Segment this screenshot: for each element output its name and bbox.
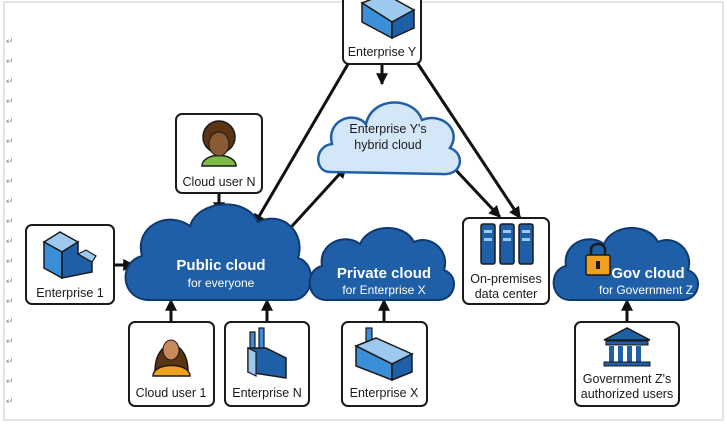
enterprise-y-label: Enterprise Y	[348, 45, 417, 59]
onprem-line2: data center	[475, 287, 538, 301]
svg-text:↵: ↵	[6, 196, 14, 206]
public-cloud-subtitle: for everyone	[188, 276, 255, 290]
hybrid-cloud-shape	[317, 101, 462, 176]
svg-text:↵: ↵	[6, 276, 14, 286]
svg-text:↵: ↵	[6, 36, 14, 46]
factory-icon	[354, 327, 414, 382]
svg-text:↵: ↵	[6, 136, 14, 146]
svg-text:↵: ↵	[6, 336, 14, 346]
government-building-icon	[603, 327, 651, 367]
node-cloud-user-n: Cloud user N	[175, 113, 263, 194]
server-rack-icon	[480, 223, 534, 265]
gov-cloud-shape	[552, 227, 699, 301]
private-cloud-subtitle: for Enterprise X	[342, 283, 425, 297]
private-cloud-title: Private cloud	[337, 265, 431, 282]
factory-icon	[247, 327, 287, 379]
cloud-user-n-label: Cloud user N	[183, 175, 256, 189]
svg-text:↵: ↵	[6, 296, 14, 306]
gov-users-line2: authorized users	[581, 387, 673, 401]
svg-text:↵: ↵	[6, 116, 14, 126]
node-public-cloud: Public cloud for everyone	[124, 203, 312, 301]
public-cloud-shape	[124, 203, 312, 301]
enterprise-x-label: Enterprise X	[350, 386, 419, 400]
man-avatar-icon	[201, 120, 237, 167]
node-enterprise-n: Enterprise N	[224, 321, 310, 407]
public-cloud-title: Public cloud	[176, 257, 265, 274]
node-gov-cloud: Gov cloud for Government Z	[552, 227, 699, 301]
svg-text:↵: ↵	[6, 176, 14, 186]
cloud-user-1-label: Cloud user 1	[136, 386, 207, 400]
svg-text:↵: ↵	[6, 396, 14, 406]
node-private-cloud: Private cloud for Enterprise X	[308, 227, 455, 301]
arrow-public-hybrid	[281, 165, 348, 238]
node-enterprise-1: Enterprise 1	[25, 224, 115, 305]
svg-text:↵: ↵	[6, 216, 14, 226]
svg-text:↵: ↵	[6, 156, 14, 166]
paragraph-marks: ↵ ↵ ↵ ↵ ↵ ↵ ↵ ↵ ↵ ↵ ↵ ↵ ↵ ↵ ↵ ↵ ↵ ↵ ↵	[6, 36, 14, 406]
svg-text:↵: ↵	[6, 236, 14, 246]
enterprise-1-label: Enterprise 1	[36, 286, 103, 300]
onprem-line1: On-premises	[470, 272, 542, 286]
hybrid-cloud-line1: Enterprise Y's	[349, 122, 426, 136]
gov-cloud-title: Gov cloud	[611, 265, 684, 282]
lock-icon	[585, 242, 611, 276]
gov-users-line1: Government Z's	[583, 372, 672, 386]
node-gov-authorized-users: Government Z's authorized users	[574, 321, 680, 407]
svg-text:↵: ↵	[6, 376, 14, 386]
svg-text:↵: ↵	[6, 256, 14, 266]
svg-text:↵: ↵	[6, 56, 14, 66]
arrow-enterprise-y-to-onprem	[416, 63, 522, 220]
node-onprem-data-center: On-premises data center	[462, 217, 550, 305]
svg-text:↵: ↵	[6, 96, 14, 106]
node-cloud-user-1: Cloud user 1	[128, 321, 215, 407]
node-enterprise-x: Enterprise X	[341, 321, 428, 407]
building-icon	[42, 231, 97, 280]
node-enterprise-y: Enterprise Y	[342, 0, 422, 65]
svg-text:↵: ↵	[6, 356, 14, 366]
private-cloud-shape	[308, 227, 455, 301]
gov-cloud-subtitle: for Government Z	[599, 283, 693, 297]
hybrid-cloud-line2: hybrid cloud	[354, 138, 421, 152]
svg-text:↵: ↵	[6, 76, 14, 86]
node-hybrid-cloud: Enterprise Y's hybrid cloud	[317, 101, 462, 176]
enterprise-n-label: Enterprise N	[232, 386, 301, 400]
building-icon	[360, 0, 416, 40]
woman-avatar-icon	[152, 339, 191, 377]
arrow-enterprise-y-to-public	[252, 63, 350, 227]
svg-text:↵: ↵	[6, 316, 14, 326]
